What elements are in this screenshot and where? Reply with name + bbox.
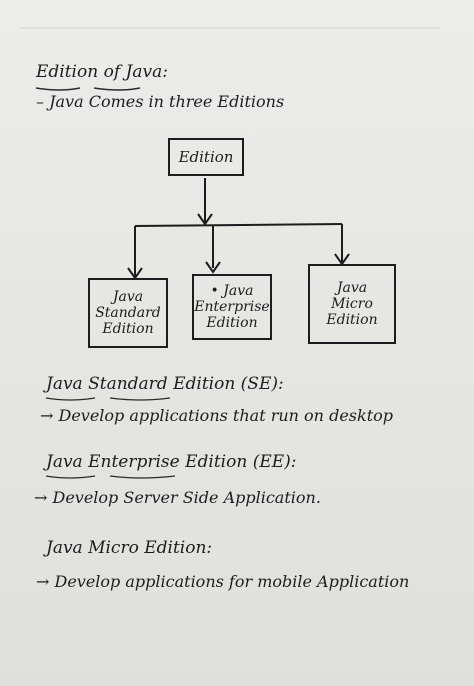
diagram-root-label: Edition [178, 148, 234, 166]
section-se-detail: → Develop applications that run on deskt… [40, 406, 393, 425]
box-standard-line: Java [112, 289, 144, 305]
section-me-detail: → Develop applications for mobile Applic… [36, 572, 410, 591]
se-underline [45, 397, 171, 401]
section-ee-heading: Java Enterprise Edition (EE): [46, 452, 297, 472]
box-standard-line: Standard [95, 305, 161, 321]
box-micro-line: Java [336, 280, 368, 296]
section-me-heading: Java Micro Edition: [46, 538, 213, 558]
box-micro-line: Edition [326, 312, 378, 328]
branch-line [134, 223, 343, 227]
section-se-heading: Java Standard Edition (SE): [46, 374, 284, 394]
diagram-box-micro: Java Micro Edition [308, 264, 396, 344]
intro-line: – Java Comes in three Editions [36, 92, 285, 111]
diagram-box-standard: Java Standard Edition [88, 278, 168, 348]
box-standard-line: Edition [102, 321, 154, 337]
arrowhead-root [197, 213, 213, 226]
box-enterprise-line: Enterprise [194, 299, 270, 315]
arrowhead-middle [205, 261, 221, 274]
box-enterprise-line: Edition [206, 315, 258, 331]
ee-underline [45, 475, 176, 479]
section-ee-detail: → Develop Server Side Application. [34, 488, 321, 507]
box-micro-line: Micro [331, 296, 373, 312]
page-title: Edition of Java: [36, 62, 168, 82]
diagram-box-enterprise: • Java Enterprise Edition [192, 274, 272, 340]
box-enterprise-line: • Java [210, 283, 254, 299]
diagram-root-box: Edition [168, 138, 244, 176]
title-underline [35, 87, 141, 91]
